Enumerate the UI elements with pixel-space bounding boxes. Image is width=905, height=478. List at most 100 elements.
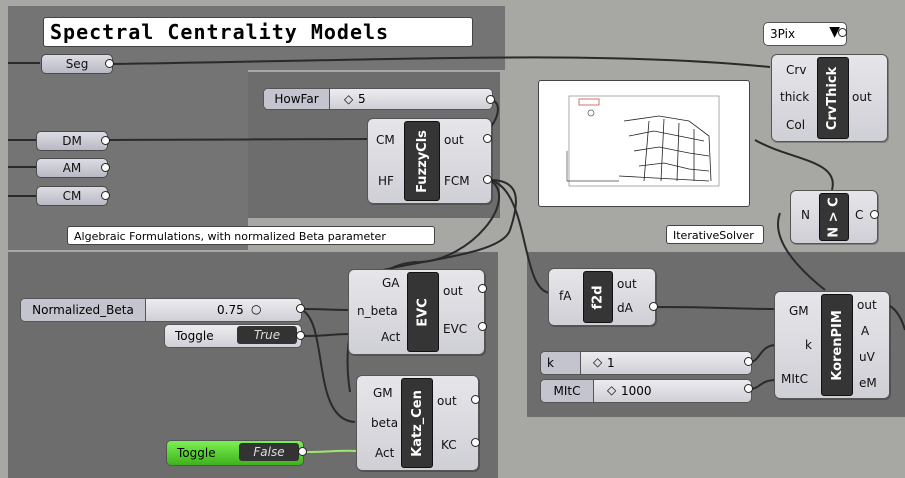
f2d-core[interactable]: f2d xyxy=(583,271,613,323)
cm-param[interactable]: CM xyxy=(36,186,108,206)
fuzzycls-out-fcm[interactable]: FCM xyxy=(444,174,470,188)
korenpim-core[interactable]: KorenPIM xyxy=(821,294,853,396)
mitc-label: MItC xyxy=(541,380,594,402)
howfar-label: HowFar xyxy=(264,89,330,109)
katz-component[interactable]: GM beta Act Katz_Cen out KC xyxy=(356,375,479,471)
howfar-grip-icon: ◇ xyxy=(344,92,354,106)
f2d-out-da[interactable]: dA xyxy=(617,301,633,315)
koren-out[interactable]: out xyxy=(857,298,877,312)
toggle-true-label: Toggle xyxy=(175,329,214,343)
toggle-true-value: True xyxy=(237,326,297,344)
f2d-out[interactable]: out xyxy=(617,277,637,291)
am-label: AM xyxy=(62,161,82,175)
fuzzycls-in-cm[interactable]: CM xyxy=(376,133,395,147)
k-grip-icon: ◇ xyxy=(593,355,603,369)
evc-in-ga[interactable]: GA xyxy=(382,276,400,290)
crvthick-core[interactable]: CrvThick xyxy=(817,57,849,139)
katz-out[interactable]: out xyxy=(437,394,457,408)
beta-label: Normalized_Beta xyxy=(21,299,146,321)
fuzzycls-component[interactable]: CM HF FuzzyCls out FCM xyxy=(367,118,492,204)
dm-param[interactable]: DM xyxy=(36,131,108,151)
seg-param[interactable]: Seg xyxy=(41,54,113,74)
crvthick-component[interactable]: Crv thick Col CrvThick out xyxy=(771,54,888,142)
title-panel[interactable]: Spectral Centrality Models xyxy=(43,17,473,47)
toggle-false-label: Toggle xyxy=(177,446,216,460)
dropdown-value: 3Pix xyxy=(770,27,796,41)
port-dot[interactable] xyxy=(744,384,753,393)
crvthick-in-crv[interactable]: Crv xyxy=(786,63,807,77)
katz-in-gm[interactable]: GM xyxy=(373,386,393,400)
port-dot[interactable] xyxy=(471,395,480,404)
howfar-value: 5 xyxy=(358,92,366,106)
koren-out-a[interactable]: A xyxy=(861,324,870,338)
page-title: Spectral Centrality Models xyxy=(50,20,390,44)
port-dot[interactable] xyxy=(649,302,658,311)
katz-out-kc[interactable]: KC xyxy=(441,438,457,452)
evc-in-act[interactable]: Act xyxy=(381,330,401,344)
toggle-true[interactable]: Toggle True xyxy=(164,324,302,348)
k-slider[interactable]: k ◇ 1 xyxy=(540,351,752,375)
koren-in-gm[interactable]: GM xyxy=(789,304,809,318)
katz-in-beta[interactable]: beta xyxy=(371,416,399,430)
nc-core[interactable]: N > C xyxy=(819,193,849,241)
port-dot[interactable] xyxy=(101,163,110,172)
toggle-false-value: False xyxy=(239,443,299,461)
mitc-value: 1000 xyxy=(621,384,652,398)
port-dot[interactable] xyxy=(478,284,487,293)
thickness-dropdown[interactable]: 3Pix ▼ xyxy=(763,22,847,46)
am-param[interactable]: AM xyxy=(36,158,108,178)
beta-grip-icon: ○ xyxy=(251,302,262,316)
port-dot[interactable] xyxy=(298,447,307,456)
evc-core[interactable]: EVC xyxy=(407,272,439,352)
normalized-beta-slider[interactable]: Normalized_Beta 0.75 ○ xyxy=(20,298,302,322)
n-to-c-component[interactable]: N N > C C xyxy=(790,190,878,244)
evc-out[interactable]: out xyxy=(443,284,463,298)
port-dot[interactable] xyxy=(101,191,110,200)
port-dot[interactable] xyxy=(838,28,847,37)
port-dot[interactable] xyxy=(296,331,305,340)
mitc-grip-icon: ◇ xyxy=(607,383,617,397)
port-dot[interactable] xyxy=(483,175,492,184)
crvthick-in-thick[interactable]: thick xyxy=(780,90,810,104)
crvthick-in-col[interactable]: Col xyxy=(786,118,806,132)
evc-in-nbeta[interactable]: n_beta xyxy=(357,304,398,318)
koren-out-em[interactable]: eM xyxy=(859,376,877,390)
f2d-component[interactable]: fA f2d out dA xyxy=(548,268,656,326)
koren-in-mitc[interactable]: MItC xyxy=(781,372,808,386)
howfar-slider[interactable]: HowFar ◇ 5 xyxy=(263,88,493,110)
algebraic-label: Algebraic Formulations, with normalized … xyxy=(67,226,435,245)
katz-core[interactable]: Katz_Cen xyxy=(401,378,433,468)
toggle-false[interactable]: Toggle False xyxy=(166,440,304,466)
koren-out-uv[interactable]: uV xyxy=(859,350,875,364)
f2d-in-fa[interactable]: fA xyxy=(559,289,572,303)
evc-component[interactable]: GA n_beta Act EVC out EVC xyxy=(348,269,485,355)
koren-in-k[interactable]: k xyxy=(805,338,812,352)
port-dot[interactable] xyxy=(483,134,492,143)
crvthick-out[interactable]: out xyxy=(852,90,872,104)
port-dot[interactable] xyxy=(744,357,753,366)
port-dot[interactable] xyxy=(471,438,480,447)
seg-label: Seg xyxy=(65,57,89,71)
nc-out-c[interactable]: C xyxy=(855,208,864,222)
port-dot[interactable] xyxy=(101,136,110,145)
port-dot[interactable] xyxy=(486,95,495,104)
katz-in-act[interactable]: Act xyxy=(375,446,395,460)
cm-label: CM xyxy=(62,189,82,203)
mitc-slider[interactable]: MItC ◇ 1000 xyxy=(540,379,752,403)
k-value: 1 xyxy=(607,356,615,370)
image-preview[interactable] xyxy=(538,80,750,207)
evc-out-evc[interactable]: EVC xyxy=(443,322,468,336)
korenpim-component[interactable]: GM k MItC KorenPIM out A uV eM xyxy=(774,291,890,399)
port-dot[interactable] xyxy=(478,322,487,331)
dm-label: DM xyxy=(62,134,82,148)
fuzzycls-core[interactable]: FuzzyCls xyxy=(404,121,440,201)
nc-in-n[interactable]: N xyxy=(801,208,810,222)
map-preview-icon xyxy=(566,95,720,187)
port-dot[interactable] xyxy=(870,210,879,219)
port-dot[interactable] xyxy=(105,59,114,68)
port-dot[interactable] xyxy=(296,304,305,313)
k-label: k xyxy=(541,352,581,374)
fuzzycls-in-hf[interactable]: HF xyxy=(378,174,394,188)
fuzzycls-out[interactable]: out xyxy=(444,133,464,147)
